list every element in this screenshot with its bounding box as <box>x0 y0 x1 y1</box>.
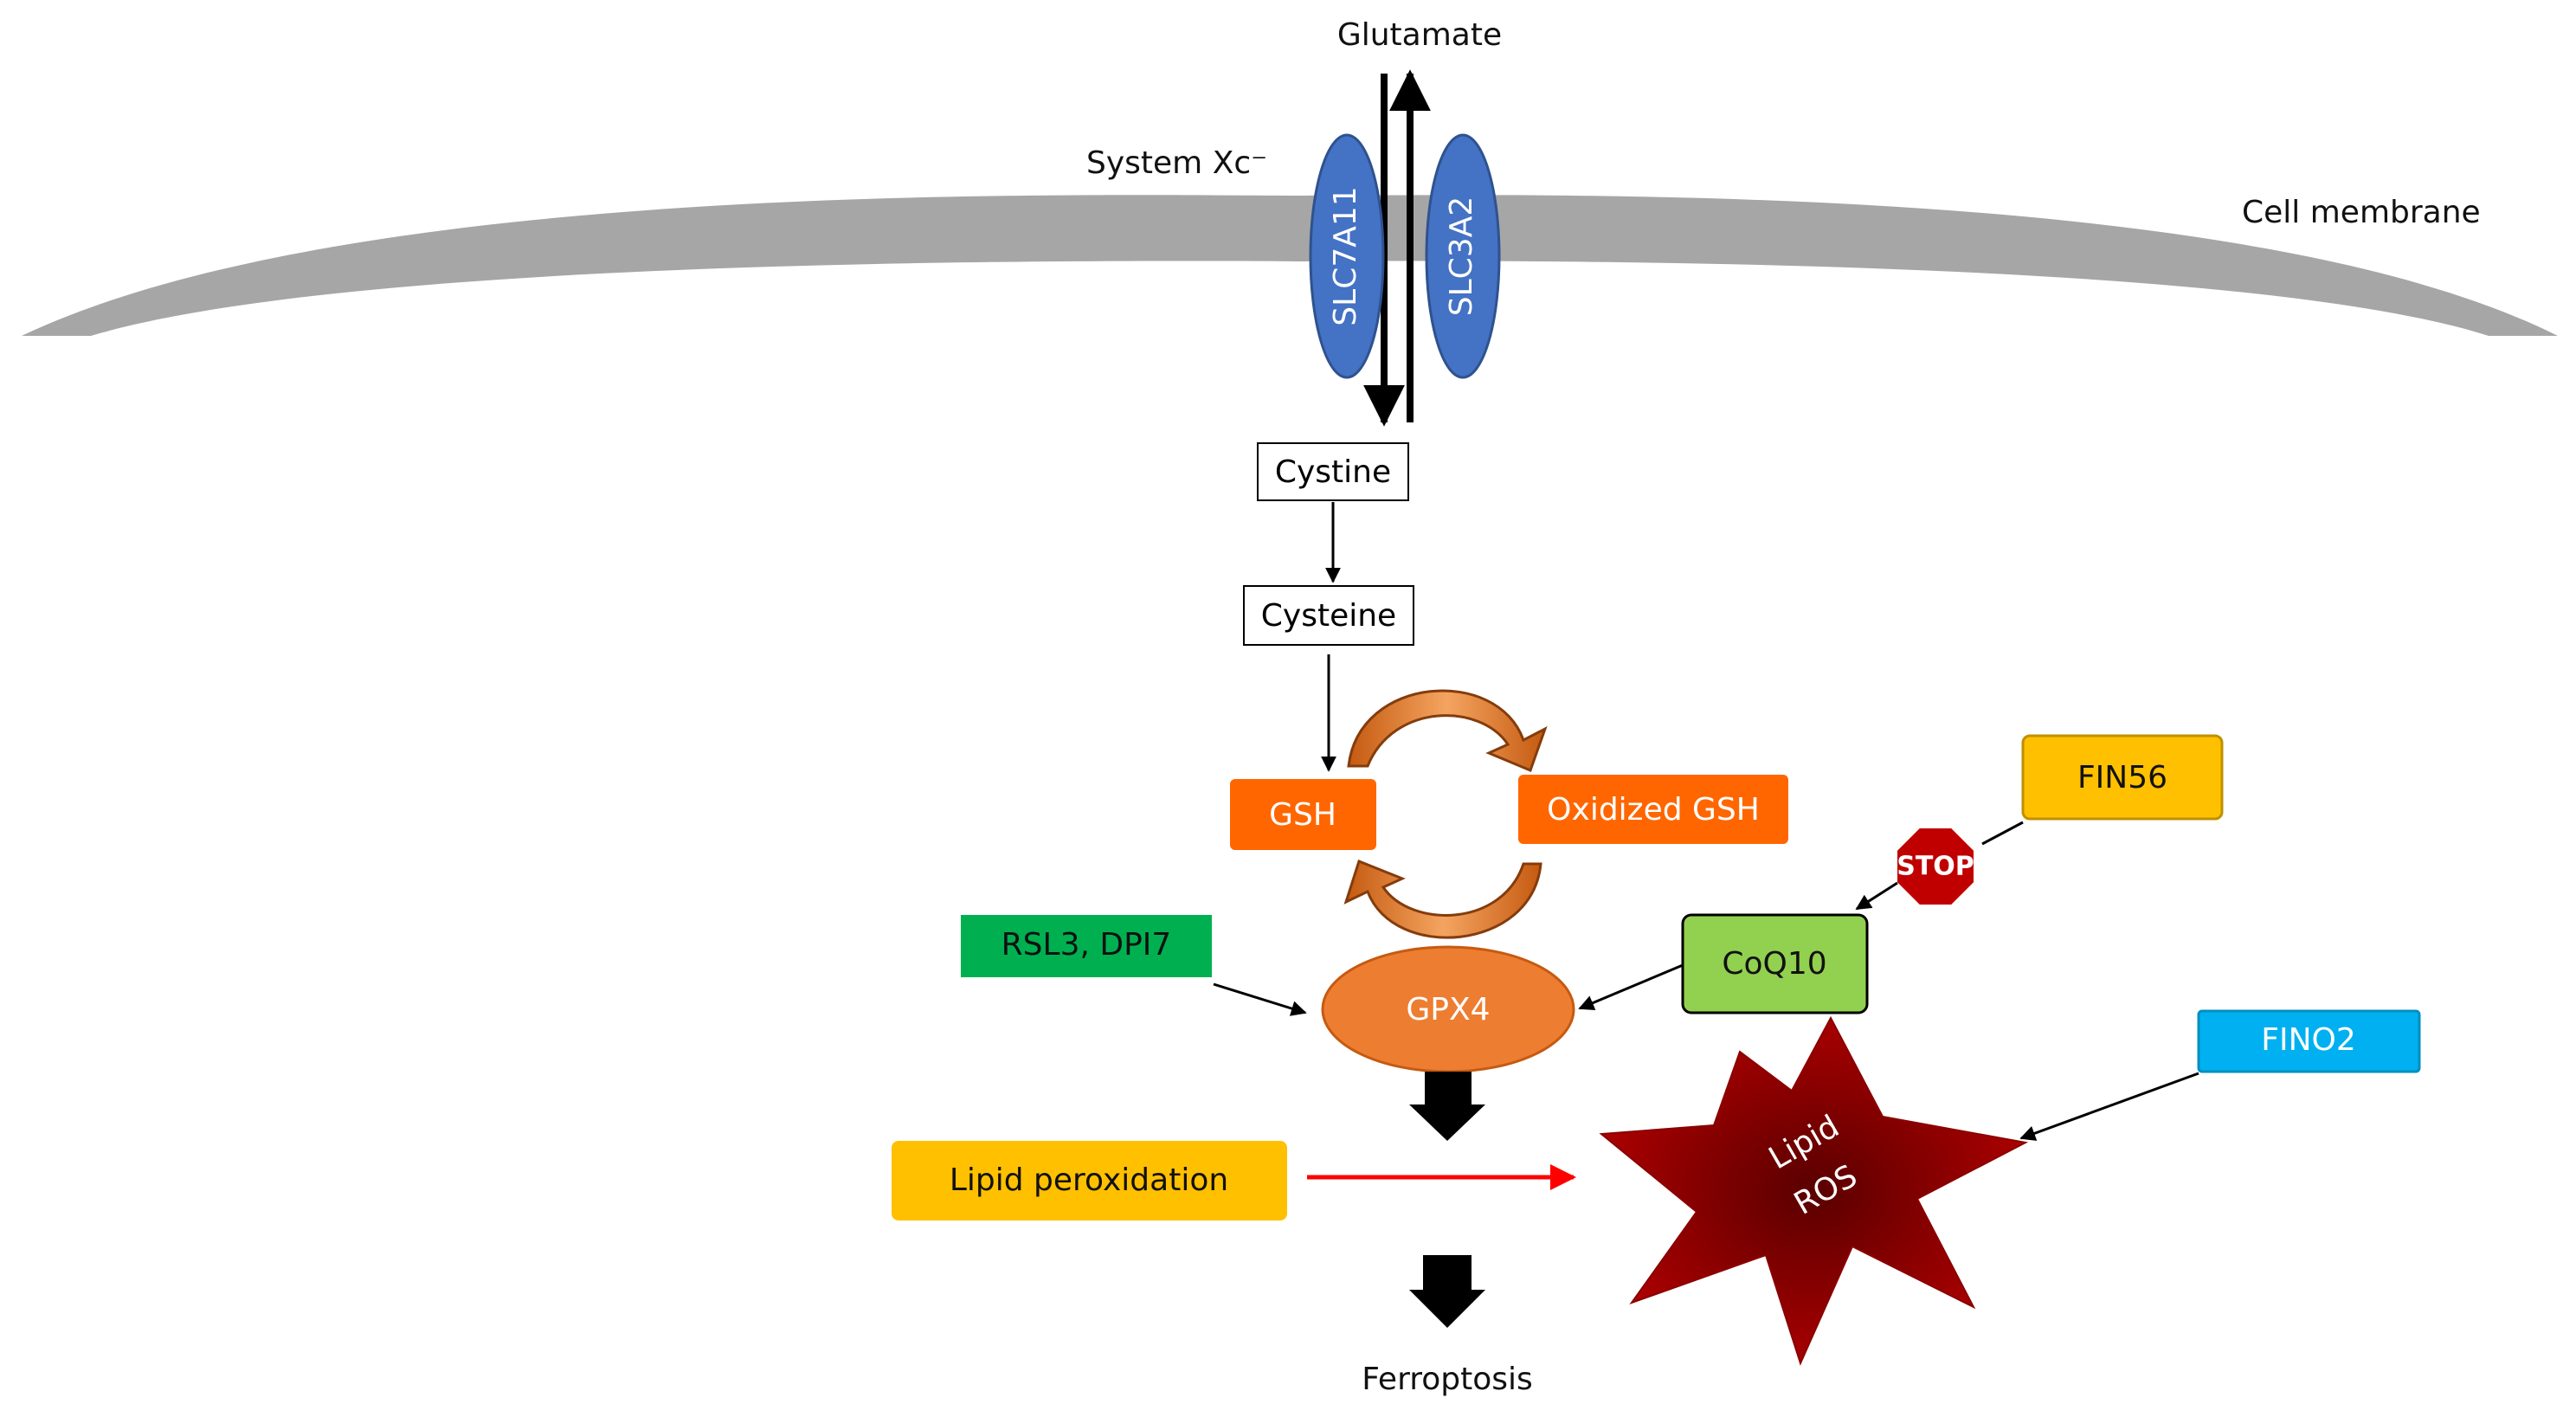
coq10-box <box>1681 913 1869 1014</box>
to-ferroptosis-block-arrow <box>1409 1255 1485 1328</box>
gsh-reduction-cycle-arrow <box>1343 860 1542 939</box>
gsh-oxidation-cycle-arrow <box>1347 689 1548 772</box>
slc7a11-transporter <box>1309 133 1385 379</box>
fino2-box <box>2197 1009 2421 1073</box>
fin56-box <box>2021 734 2224 821</box>
stop-to-coq10-arrow <box>1855 881 1898 911</box>
glutamate-label: Glutamate <box>1337 17 1502 53</box>
coq10-label: CoQ10 <box>1722 946 1826 982</box>
stop-sign-icon <box>1894 825 1977 908</box>
fino2-label: FINO2 <box>2261 1022 2356 1058</box>
ferroptosis-label: Ferroptosis <box>1362 1362 1533 1397</box>
fin56-to-stop-line <box>1981 821 2024 846</box>
fino2-to-lipid-ros-arrow <box>2019 1072 2199 1141</box>
rsl3-to-gpx4-arrow <box>1213 982 1307 1016</box>
gpx4-label: GPX4 <box>1406 992 1490 1027</box>
cystine-box <box>1257 442 1409 501</box>
lipid-peroxidation-label: Lipid peroxidation <box>950 1162 1228 1198</box>
slc3a2-label: SLC3A2 <box>1444 196 1479 316</box>
cell-membrane-label: Cell membrane <box>2242 195 2481 230</box>
oxidized-gsh-label: Oxidized GSH <box>1547 792 1760 828</box>
fin56-label: FIN56 <box>2077 760 2167 795</box>
oxidized-gsh-box <box>1518 775 1788 844</box>
cystine-label: Cystine <box>1275 454 1391 490</box>
slc7a11-label: SLC7A11 <box>1328 186 1363 325</box>
coq10-to-gpx4-arrow <box>1578 963 1684 1011</box>
lipid-ros-starburst <box>1599 1015 2029 1366</box>
cysteine-label: Cysteine <box>1261 598 1396 634</box>
system-xc-label: System Xc⁻ <box>1086 145 1267 181</box>
slc3a2-transporter <box>1425 133 1501 379</box>
rsl3-dpi7-label: RSL3, DPI7 <box>1001 927 1172 963</box>
gpx4-to-lipid-peroxidation-block-arrow <box>1409 1072 1485 1141</box>
gsh-box <box>1230 779 1376 850</box>
gsh-label: GSH <box>1269 797 1336 833</box>
stop-sign-label: STOP <box>1897 852 1974 882</box>
cell-membrane <box>22 195 2558 336</box>
rsl3-dpi7-box <box>961 915 1212 977</box>
cysteine-box <box>1243 585 1414 646</box>
lipid-peroxidation-box <box>892 1141 1287 1220</box>
